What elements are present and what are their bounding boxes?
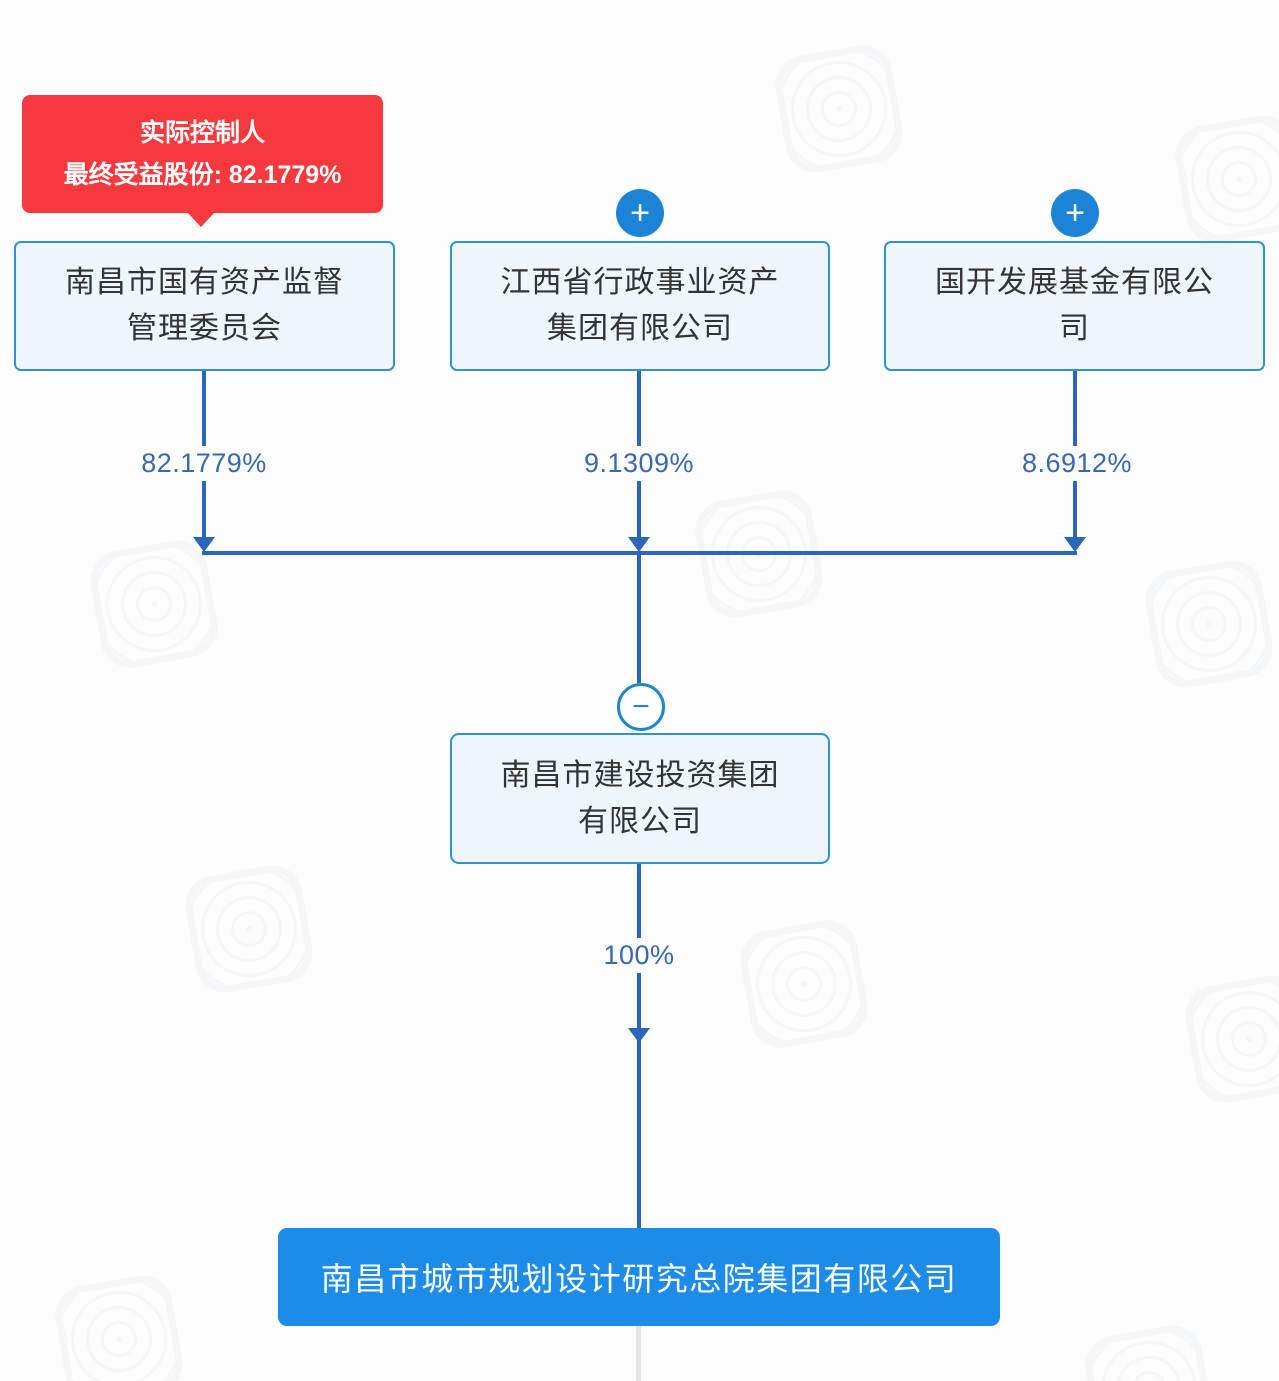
shareholder-name: 江西省行政事业资产 集团有限公司 — [500, 266, 780, 345]
collapse-minus-icon[interactable]: − — [617, 683, 665, 731]
qichacha-watermark — [1140, 555, 1278, 693]
qichacha-watermark — [1180, 970, 1279, 1108]
connector-line — [637, 555, 641, 683]
ownership-percent-label: 82.1779% — [133, 446, 275, 481]
arrow-down-icon — [628, 537, 650, 552]
qichacha-watermark — [1080, 1320, 1218, 1381]
badge-beneficial-share: 最终受益股份: 82.1779% — [63, 161, 342, 189]
qichacha-watermark — [50, 1270, 188, 1381]
connector-merge-line — [202, 551, 1077, 555]
ownership-percent-label: 9.1309% — [575, 446, 703, 481]
target-company-box[interactable]: 南昌市城市规划设计研究总院集团有限公司 — [278, 1228, 1000, 1326]
ownership-percent-label: 8.6912% — [1013, 446, 1141, 481]
connector-line — [637, 864, 641, 1228]
qichacha-watermark — [770, 40, 908, 178]
badge-title: 实际控制人 — [139, 119, 265, 147]
arrow-down-icon — [1064, 537, 1086, 552]
intermediate-company-box[interactable]: 南昌市建设投资集团 有限公司 — [450, 733, 830, 864]
shareholder-box-jiangxi-admin-assets[interactable]: 江西省行政事业资产 集团有限公司 — [450, 241, 830, 371]
shareholder-name: 南昌市国有资产监督 管理委员会 — [65, 266, 344, 345]
qichacha-watermark — [180, 860, 318, 998]
actual-controller-badge: 实际控制人 最终受益股份: 82.1779% — [22, 95, 383, 227]
shareholder-box-nanchang-sasac[interactable]: 南昌市国有资产监督 管理委员会 — [14, 241, 395, 371]
qichacha-watermark — [1170, 110, 1279, 248]
qichacha-watermark — [85, 535, 223, 673]
arrow-down-icon — [628, 1028, 650, 1043]
expand-plus-icon[interactable]: + — [1051, 189, 1099, 237]
expand-plus-icon[interactable]: + — [616, 189, 664, 237]
connector-line-continuation — [636, 1326, 641, 1381]
shareholder-name: 国开发展基金有限公 司 — [935, 266, 1214, 345]
qichacha-watermark — [735, 915, 873, 1053]
shareholder-box-cdb-development-fund[interactable]: 国开发展基金有限公 司 — [884, 241, 1265, 371]
target-company-name: 南昌市城市规划设计研究总院集团有限公司 — [320, 1261, 958, 1297]
arrow-down-icon — [193, 537, 215, 552]
ownership-percent-label: 100% — [595, 938, 683, 973]
intermediate-company-name: 南昌市建设投资集团 有限公司 — [500, 758, 780, 838]
